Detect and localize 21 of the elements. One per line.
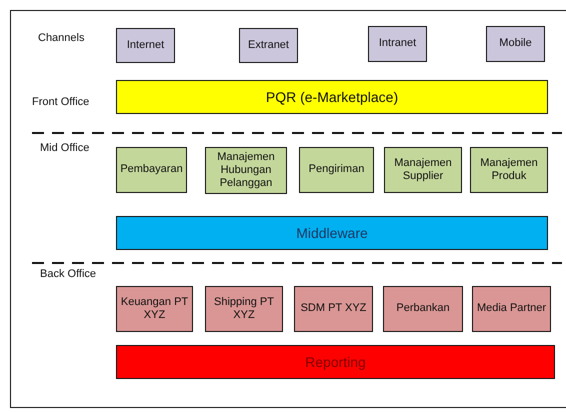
component-box: Mobile [486, 26, 545, 62]
reporting-bar: Reporting [116, 345, 555, 379]
component-box: Manajemen Hubungan Pelanggan [205, 147, 287, 194]
layer-label: Back Office [40, 268, 96, 280]
component-box: Pembayaran [116, 147, 187, 193]
platform-bar: PQR (e-Marketplace) [116, 80, 548, 114]
component-box: Intranet [368, 26, 427, 62]
component-box: Manajemen Produk [470, 147, 548, 193]
layer-label: Channels [38, 32, 84, 44]
component-box: SDM PT XYZ [294, 286, 373, 332]
component-box: Internet [116, 28, 175, 63]
component-box: Media Partner [472, 286, 551, 332]
middleware-bar: Middleware [116, 216, 548, 250]
component-box: Extranet [239, 28, 298, 63]
component-box: Shipping PT XYZ [205, 286, 283, 332]
component-box: Manajemen Supplier [384, 147, 462, 193]
component-box: Pengiriman [299, 147, 374, 193]
layer-label: Mid Office [40, 142, 90, 154]
component-box: Perbankan [383, 286, 463, 332]
component-box: Keuangan PT XYZ [116, 286, 193, 332]
layer-label: Front Office [32, 96, 90, 108]
